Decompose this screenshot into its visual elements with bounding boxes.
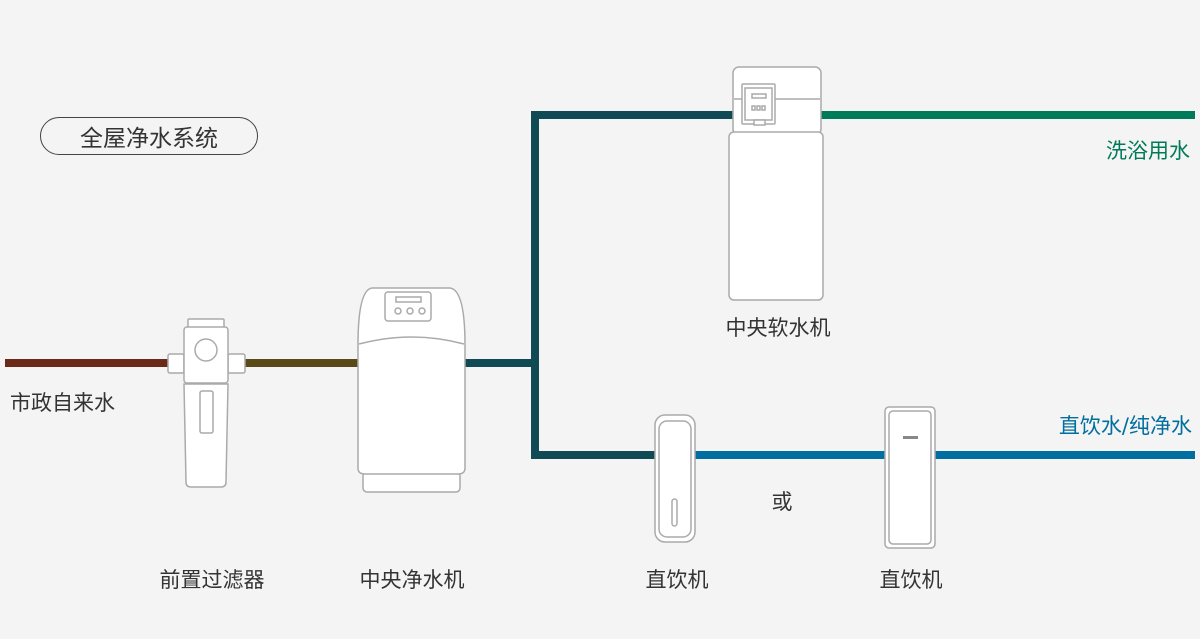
dispenser-2-icon <box>884 406 936 549</box>
or-label: 或 <box>771 490 793 514</box>
page-title: 全屋净水系统 <box>40 117 258 155</box>
dispenser-1-label: 直饮机 <box>645 568 709 592</box>
central-purifier-label: 中央净水机 <box>359 568 465 592</box>
drinking-water-label: 直饮水/纯净水 <box>1058 414 1192 438</box>
dispenser-2-label: 直饮机 <box>879 568 943 592</box>
bath-water-label: 洗浴用水 <box>1106 139 1190 163</box>
central-softener-icon <box>728 66 824 301</box>
dispenser-1-icon <box>654 414 696 543</box>
municipal-water-label: 市政自来水 <box>10 391 115 415</box>
purified-riser-pipe <box>531 111 735 459</box>
central-purifier-icon <box>357 287 466 493</box>
pre-filter-icon <box>167 318 246 488</box>
pre-filter-label: 前置过滤器 <box>159 568 265 592</box>
central-softener-label: 中央软水机 <box>725 316 831 340</box>
